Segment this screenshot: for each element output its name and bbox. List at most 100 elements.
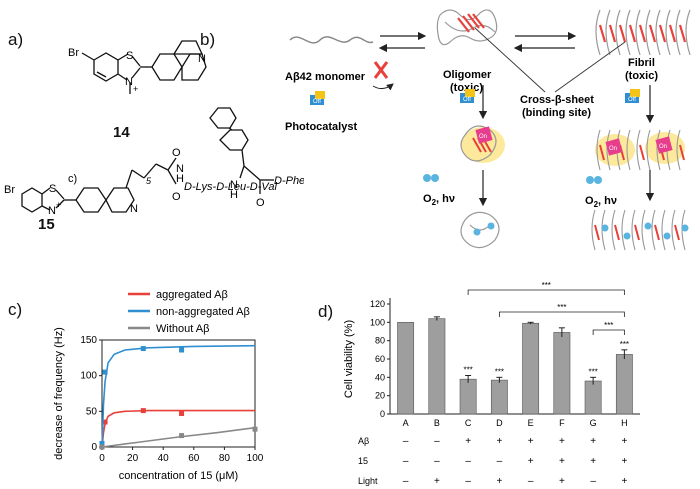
compound-14-structure: Br S N + N	[68, 40, 207, 94]
data-point	[99, 440, 105, 446]
y-tick-label: 40	[375, 372, 385, 382]
category-label: E	[528, 418, 534, 428]
c14-plus: +	[133, 84, 138, 94]
x-tick-label: 0	[99, 453, 105, 464]
off-photocatalyst: Off	[310, 91, 325, 105]
svg-text:On: On	[659, 144, 667, 150]
significance-bracket	[498, 311, 625, 317]
data-point	[140, 408, 146, 414]
data-point	[102, 369, 108, 375]
c15-h2: H	[230, 189, 238, 201]
condition-label: 15	[358, 456, 368, 466]
condition-mark: +	[621, 476, 627, 487]
condition-mark: +	[621, 436, 627, 447]
compound-15-label: 15	[38, 216, 55, 233]
c15-h: H	[176, 173, 184, 185]
c15-n: N	[48, 205, 56, 217]
condition-mark: –	[465, 476, 471, 487]
condition-mark: –	[403, 436, 409, 447]
significance-mark: ***	[620, 340, 629, 349]
data-point	[99, 444, 105, 450]
bar-G	[584, 380, 602, 415]
c14-s: S	[126, 50, 133, 62]
condition-mark: +	[528, 456, 534, 467]
y-tick-label: 0	[91, 442, 97, 453]
data-point	[252, 426, 258, 432]
bar-F	[553, 332, 571, 415]
x-tick-label: 40	[158, 453, 170, 464]
condition-mark: +	[590, 436, 596, 447]
c15-tail: D-Phe-OH	[274, 175, 304, 187]
condition-mark: +	[590, 456, 596, 467]
category-label: C	[465, 418, 472, 428]
significance-bracket	[592, 329, 625, 335]
panel-d-label: d)	[318, 302, 334, 321]
svg-text:Off: Off	[463, 97, 471, 103]
data-point	[179, 433, 185, 439]
condition-mark: +	[434, 476, 440, 487]
compound-14-label: 14	[113, 124, 130, 141]
condition-mark: –	[528, 476, 534, 487]
condition-mark: +	[559, 436, 565, 447]
category-label: F	[559, 418, 565, 428]
c15-n3: N	[176, 163, 184, 175]
condition-mark: +	[496, 476, 502, 487]
c15-nh2: N	[230, 179, 238, 191]
c15-o2: O	[172, 191, 181, 203]
series-line-2	[101, 426, 256, 448]
y-tick-label: 150	[80, 335, 97, 346]
c15-plus: +	[56, 200, 61, 210]
condition-mark: +	[559, 476, 565, 487]
o2-hv-label-1: O2, hν	[423, 193, 455, 207]
crossbeta-label: Cross-β-sheet	[520, 94, 594, 106]
c14-br: Br	[68, 47, 79, 59]
c15-s: S	[49, 183, 56, 195]
panel-c-label: c)	[8, 300, 23, 319]
c14-n2: N	[198, 53, 206, 65]
bracket-label: ***	[542, 282, 551, 290]
bracket-label: ***	[557, 303, 566, 312]
category-label: G	[590, 418, 597, 428]
y-tick-label: 100	[370, 317, 385, 327]
condition-mark: –	[403, 476, 409, 487]
c15-c-note: c)	[68, 173, 77, 185]
condition-mark: –	[403, 456, 409, 467]
y-tick-label: 120	[370, 299, 385, 309]
panel-b-label: b)	[200, 30, 216, 49]
plot-frame	[101, 339, 256, 448]
condition-mark: –	[590, 476, 596, 487]
photocatalyst-label: Photocatalyst	[285, 121, 357, 133]
x-tick-label: 60	[188, 453, 200, 464]
svg-text:On: On	[479, 134, 487, 140]
c15-sub5: 5	[146, 176, 152, 186]
bar-B	[428, 318, 446, 415]
compound-15-structure: Br S N + N c) 5 O N H O D-Lys-D-Leu-D-Va…	[4, 107, 304, 217]
svg-text:Off: Off	[628, 97, 636, 103]
monomer-label: Aβ42 monomer	[285, 71, 366, 83]
data-point	[179, 410, 185, 416]
condition-mark: +	[465, 436, 471, 447]
significance-mark: ***	[463, 366, 472, 375]
c15-o3: O	[256, 197, 265, 209]
x-tick-label: 80	[219, 453, 231, 464]
aggregation-scheme: Aβ42 monomer Oligomer (toxic) Fibril (to…	[285, 9, 691, 251]
condition-mark: +	[528, 436, 534, 447]
category-label: B	[434, 418, 440, 428]
svg-text:Off: Off	[313, 99, 321, 105]
data-point	[102, 419, 108, 425]
bar-D	[490, 379, 508, 415]
oligomer-label: Oligomer	[443, 69, 492, 81]
y-tick-label: 60	[375, 354, 385, 364]
y-tick-label: 100	[80, 371, 97, 382]
c14-n: N	[125, 76, 133, 88]
legend-label-1: non-aggregated Aβ	[156, 306, 250, 318]
bracket-label: ***	[604, 321, 613, 330]
bar-C	[459, 378, 477, 415]
condition-mark: +	[496, 436, 502, 447]
condition-mark: +	[559, 456, 565, 467]
condition-label: Light	[358, 476, 378, 486]
x-axis-label: concentration of 15 (μM)	[119, 470, 238, 482]
condition-mark: –	[497, 456, 503, 467]
category-label: H	[621, 418, 628, 428]
